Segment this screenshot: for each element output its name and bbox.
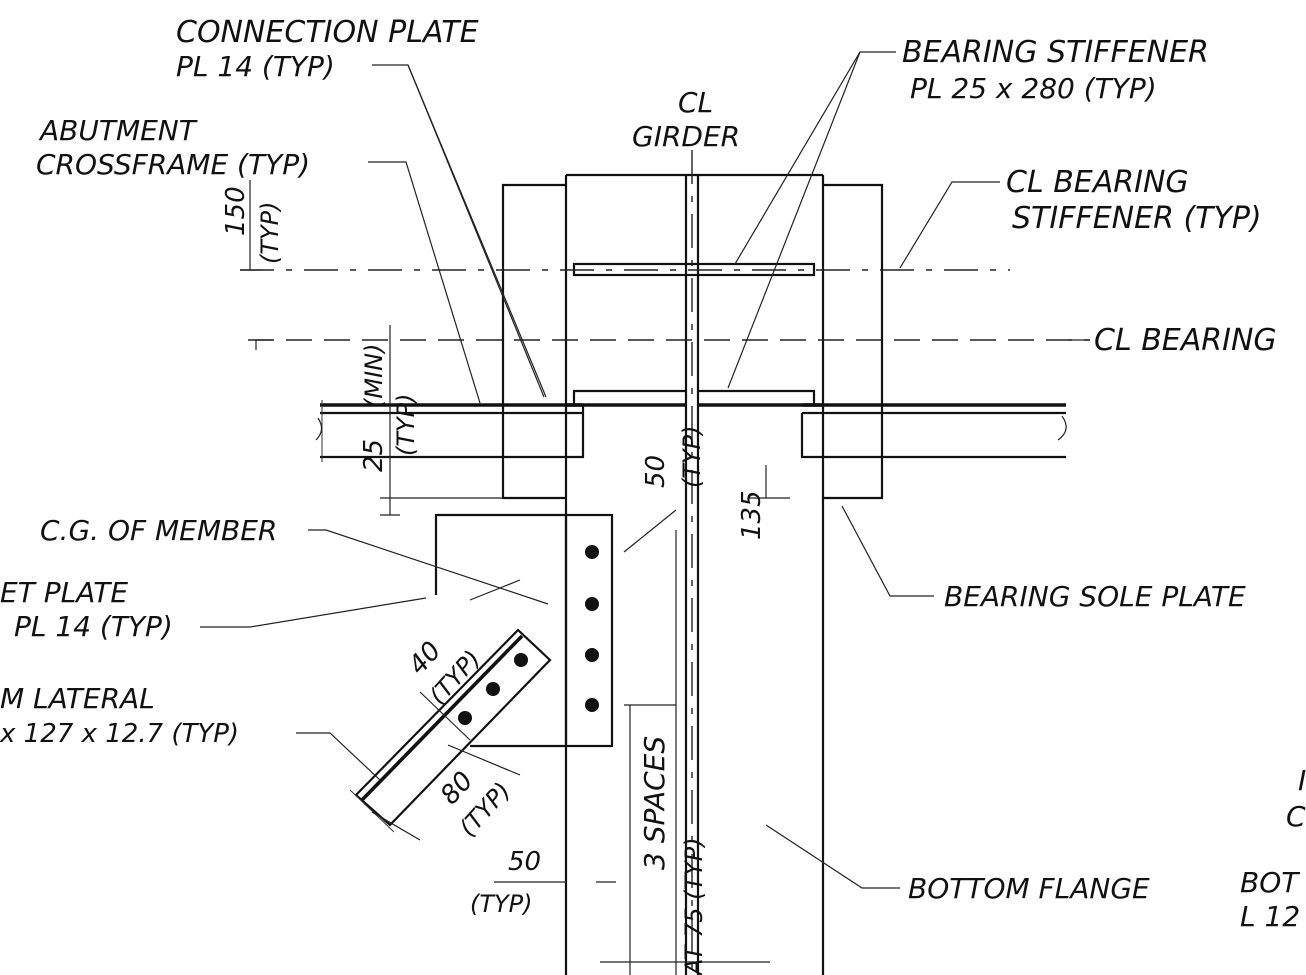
abutment-crossframe-right [800,403,1067,459]
label-bearing-stiffener: BEARING STIFFENER [902,35,1209,70]
bolts [458,545,599,725]
dim-150-typ: (TYP) [256,201,284,264]
dim-50-top: 50 [641,455,671,488]
dim-25-typ: (TYP) [392,393,420,456]
leaders [200,51,1090,889]
label-right-partial-2: C [1286,800,1306,833]
label-connection-plate: CONNECTION PLATE [176,15,479,50]
bolt [458,711,472,725]
gusset-plate [434,513,614,748]
label-bottom-flange: BOTTOM FLANGE [908,872,1150,905]
label-bearing-stiffener-size: PL 25 x 280 (TYP) [910,72,1157,105]
label-gusset-plate-size: PL 14 (TYP) [14,610,173,643]
abutment-crossframe-left [315,400,585,462]
dim-135: 135 [737,490,767,540]
label-gusset-plate: ET PLATE [0,576,128,609]
bearing-sole-plate [501,183,884,500]
label-abutment: ABUTMENT [38,114,198,147]
bolt [585,648,599,662]
label-right-partial-1: II [1298,764,1306,797]
label-connection-plate-size: PL 14 (TYP) [176,50,335,83]
dim-50-bottom: 50 [508,847,541,877]
label-abutment-crossframe: CROSSFRAME (TYP) [36,148,310,181]
bolt [514,653,528,667]
bolt [585,597,599,611]
bottom-lateral-angle [349,628,552,841]
label-cl-bearing: CL BEARING [1094,323,1277,358]
dimension-lines [240,180,790,963]
dim-3-spaces: 3 SPACES [638,736,671,870]
dim-at-75: AT 75 (TYP) [680,837,708,975]
dim-25: 25 [359,439,389,472]
bolt [486,682,500,696]
dim-50-top-typ: (TYP) [678,425,706,488]
bolt [585,545,599,559]
connection-plate-lower [572,389,816,404]
dim-25-min: (MIN) [360,344,388,408]
label-right-partial-3: BOT [1240,866,1300,899]
label-bottom-lateral-size: x 127 x 12.7 (TYP) [0,719,239,749]
dim-150: 150 [221,186,251,236]
label-bearing-sole-plate: BEARING SOLE PLATE [944,580,1246,613]
label-cl-bearing-stiffener-typ: STIFFENER (TYP) [1012,201,1262,236]
label-cg-member: C.G. OF MEMBER [40,514,277,547]
girder-web [684,175,700,975]
bolt [585,698,599,712]
label-girder: GIRDER [632,120,740,153]
label-girder-cl: CL [678,86,713,119]
dim-50-bottom-typ: (TYP) [470,890,533,918]
label-bottom-lateral: M LATERAL [0,682,155,715]
label-right-partial-4: L 12 [1240,900,1300,933]
label-cl-bearing-stiffener: CL BEARING [1006,165,1189,200]
